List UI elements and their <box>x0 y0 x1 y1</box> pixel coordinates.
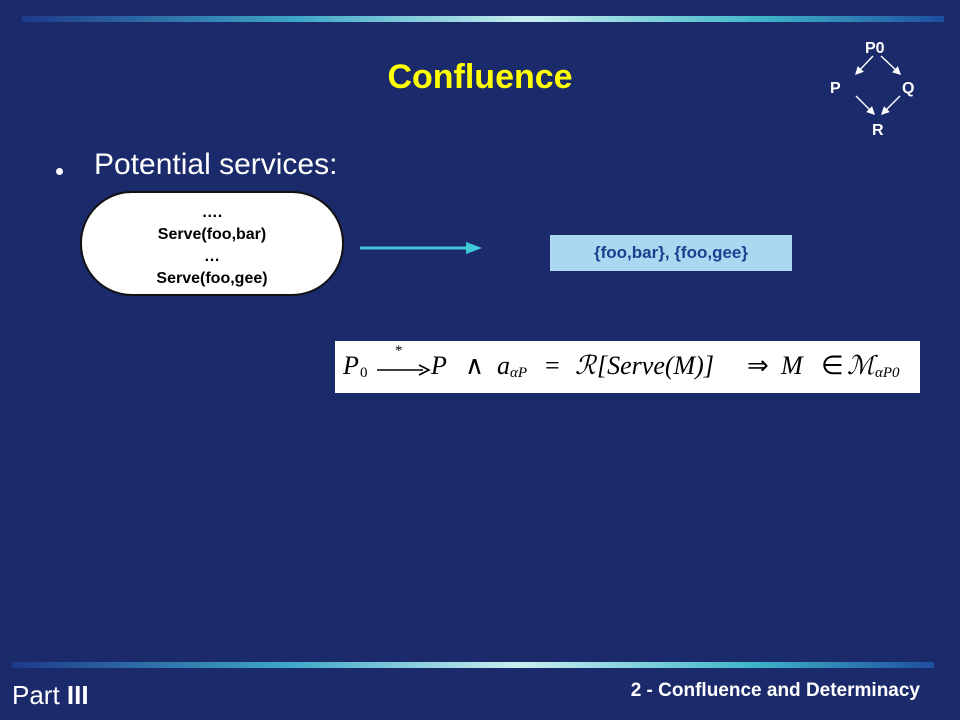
footer-part: Part III <box>12 680 89 711</box>
bullet-text: Potential services: <box>94 148 338 181</box>
diagram-edge-p-r <box>855 95 875 115</box>
service-line: … <box>204 248 220 265</box>
right-arrow-icon <box>360 242 482 254</box>
reduction-arrow-icon <box>377 364 431 376</box>
confluence-diagram: P0 P Q R <box>818 38 938 148</box>
bullet-dot <box>56 168 63 175</box>
service-line: Serve(foo,gee) <box>156 270 268 287</box>
formula-box: P 0 * P ∧ a αP = ℛ [Serve(M)] ⇒ M ∈ ℳ αP… <box>335 341 920 393</box>
formula-eq: = <box>545 351 560 380</box>
formula-p0-sub: 0 <box>360 365 368 381</box>
diagram-label-right: Q <box>902 80 915 97</box>
footer-section-title: 2 - Confluence and Determinacy <box>630 680 920 701</box>
diagram-edge-p0-q <box>880 55 902 75</box>
service-line: Serve(foo,bar) <box>157 226 267 243</box>
formula-a-sub: αP <box>510 365 528 381</box>
formula-implies: ⇒ <box>747 351 769 380</box>
service-line: …. <box>201 204 223 221</box>
footer-part-prefix: Part <box>12 680 67 710</box>
diagram-edge-p0-p <box>855 55 874 76</box>
diagram-label-left: P <box>830 80 841 97</box>
result-box: {foo,bar}, {foo,gee} <box>550 235 792 271</box>
bottom-decorative-bar <box>12 662 934 668</box>
formula-r: ℛ <box>575 351 596 380</box>
formula-p: P <box>431 351 447 380</box>
slide-title: Confluence <box>387 58 573 96</box>
formula-calm-sub: αP0 <box>875 365 900 381</box>
services-box: …. Serve(foo,bar) … Serve(foo,gee) <box>80 191 344 296</box>
diagram-label-bottom: R <box>872 122 884 139</box>
formula-m: M <box>781 351 803 380</box>
formula-serve: [Serve(M)] <box>597 351 714 380</box>
footer-part-number: III <box>66 680 89 710</box>
formula-calm: ℳ <box>847 351 875 380</box>
diagram-label-top: P0 <box>865 40 885 57</box>
formula-and: ∧ <box>465 351 485 380</box>
top-decorative-bar <box>22 16 944 22</box>
formula-in: ∈ <box>821 351 844 380</box>
formula-star: * <box>395 343 403 359</box>
formula-a: a <box>497 351 510 380</box>
diagram-edge-q-r <box>881 95 901 115</box>
diagram-arrows <box>855 55 902 115</box>
formula-p0: P <box>343 351 359 380</box>
